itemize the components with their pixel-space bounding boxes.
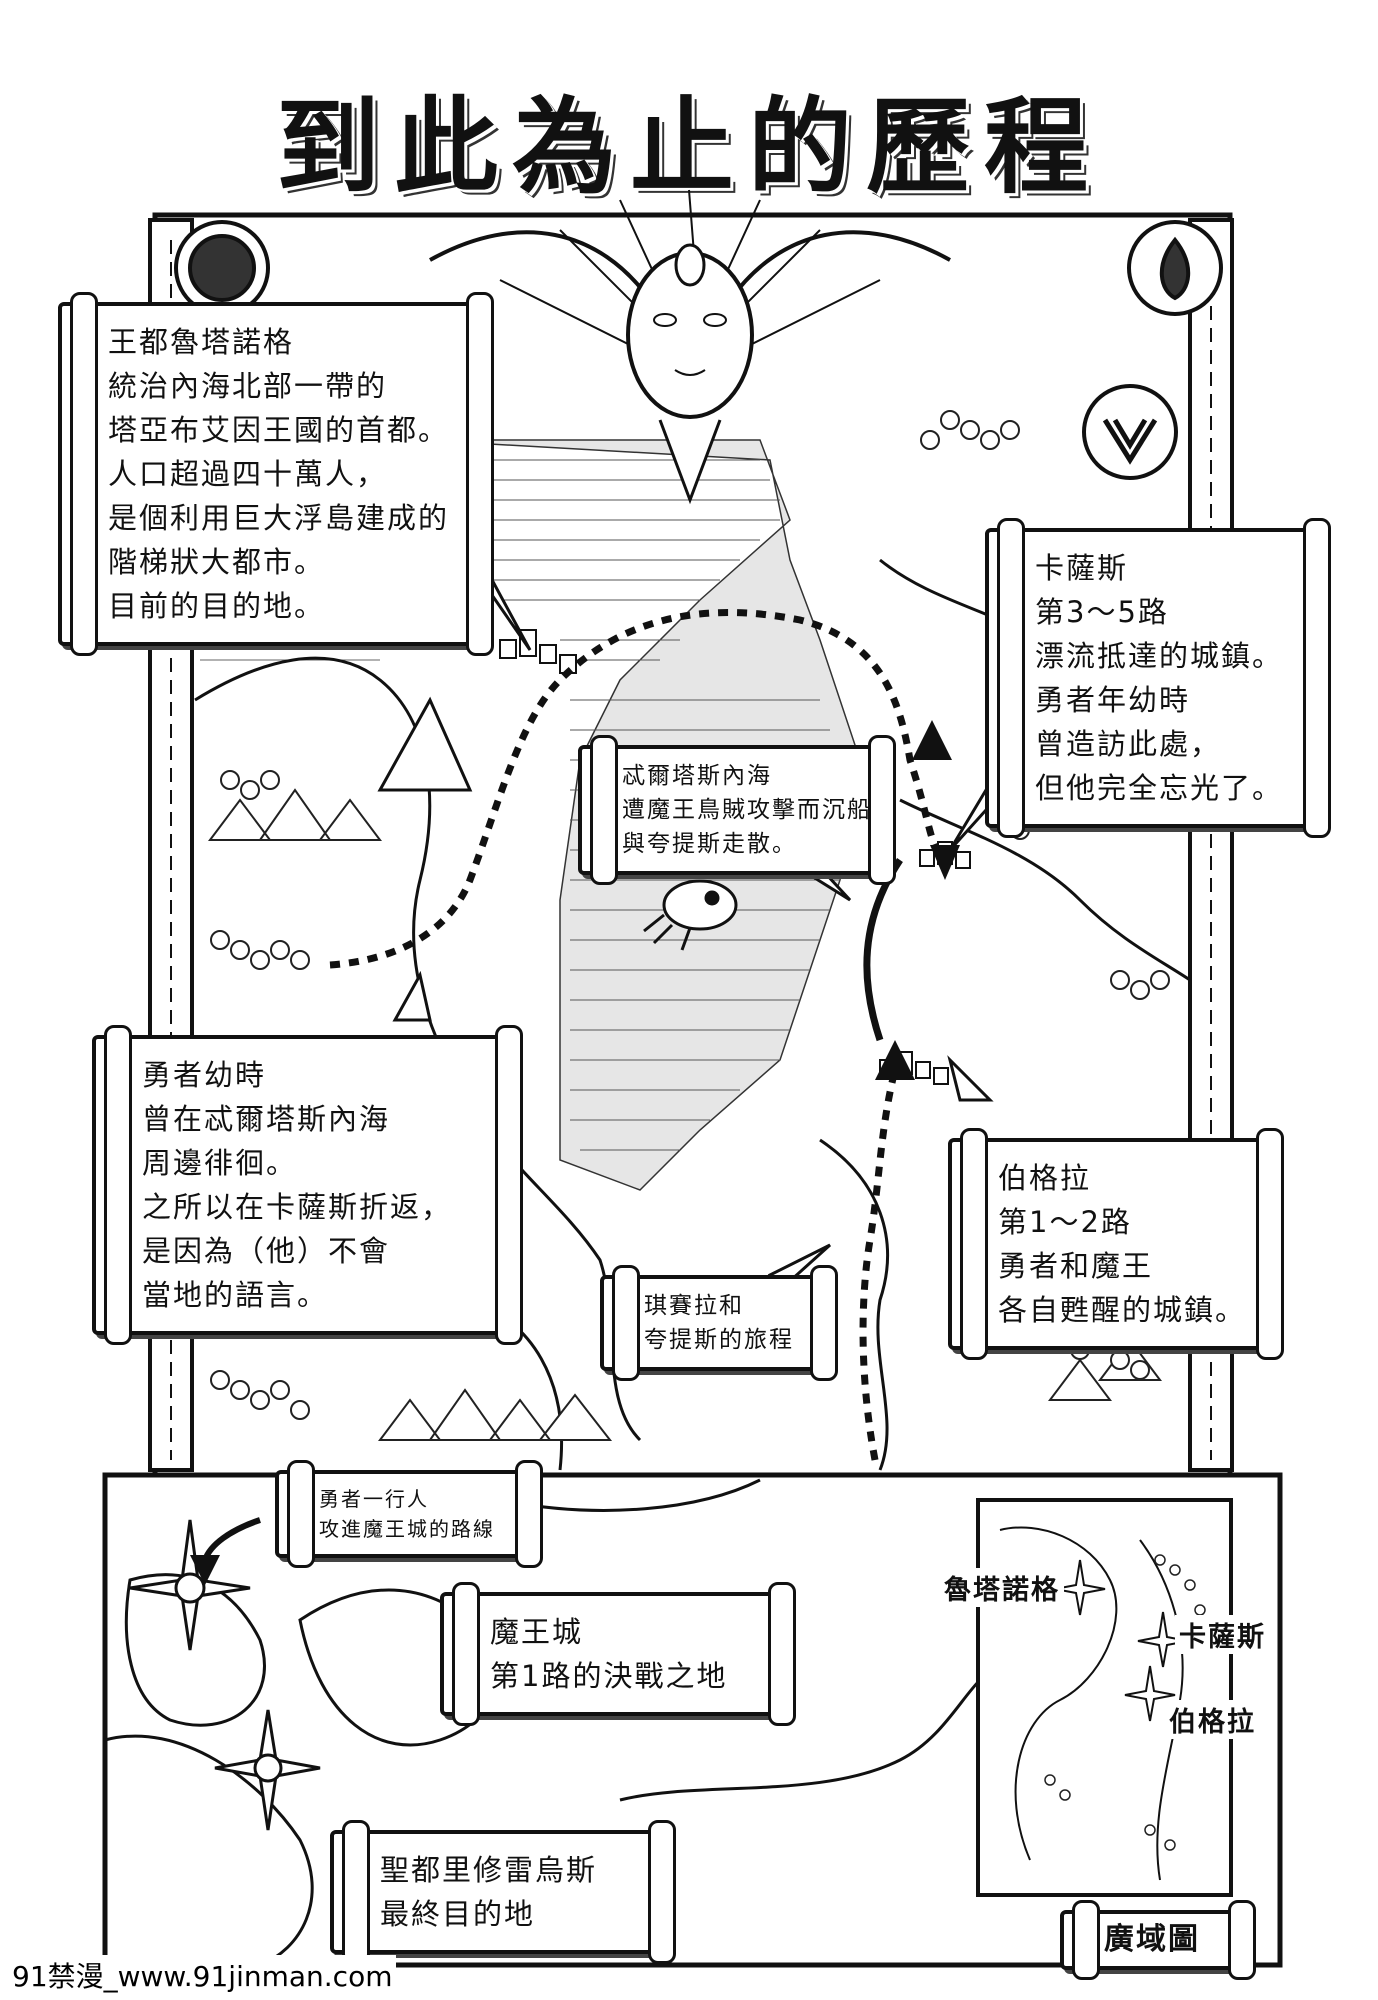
emblems xyxy=(174,220,1223,480)
hero-childhood-note-line: 當地的語言。 xyxy=(142,1278,329,1312)
inner-sea-note-line: 與夸提斯走散。 xyxy=(622,831,797,857)
mountains xyxy=(208,788,1162,1441)
page-title: 到此為止的歷程 xyxy=(275,85,1102,208)
karsas-note-line: 漂流抵達的城鎮。 xyxy=(1035,639,1284,673)
capital-note-line: 人口超過四十萬人， xyxy=(108,457,388,491)
bogra-note-line: 伯格拉 xyxy=(998,1161,1092,1195)
bogra-note-line: 第1～2路 xyxy=(998,1205,1132,1239)
site-watermark: 91禁漫_www.91jinman.com xyxy=(8,1955,397,1995)
hero-childhood-note: 勇者幼時 曾在忒爾塔斯內海 周邊徘徊。 之所以在卡薩斯折返， 是因為（他）不會 … xyxy=(92,1025,523,1345)
hero-childhood-note-line: 之所以在卡薩斯折返， xyxy=(142,1190,453,1224)
journey-note-line: 夸提斯的旅程 xyxy=(644,1327,794,1353)
bogra-note-line: 各自甦醒的城鎮。 xyxy=(998,1293,1247,1327)
karsas-note-line: 勇者年幼時 xyxy=(1035,683,1191,717)
squid-monster xyxy=(643,879,738,951)
holy-city-note-line: 聖都里修雷烏斯 xyxy=(380,1853,598,1887)
solid-route xyxy=(863,858,903,1042)
compass-star-holy-city xyxy=(214,1709,321,1831)
capital-note-line: 統治內海北部一帶的 xyxy=(108,369,388,403)
demon-castle-note: 魔王城 第1路的決戰之地 xyxy=(440,1582,796,1726)
karsas-note-line: 卡薩斯 xyxy=(1035,551,1129,585)
demon-castle-note-line: 第1路的決戰之地 xyxy=(490,1659,728,1693)
route-arrowheads xyxy=(875,720,960,1080)
party-route-note: 勇者一行人 攻進魔王城的路線 xyxy=(275,1460,543,1568)
capital-note-line: 是個利用巨大浮島建成的 xyxy=(108,501,450,535)
karsas-note-line: 曾造訪此處， xyxy=(1035,727,1222,761)
capital-note-line: 王都魯塔諾格 xyxy=(108,325,295,359)
overview-title: 廣域圖 xyxy=(1060,1900,1256,1980)
journey-note-line: 琪賽拉和 xyxy=(644,1293,744,1319)
capital-note-line: 階梯狀大都市。 xyxy=(108,545,326,579)
party-route-note-line: 攻進魔王城的路線 xyxy=(319,1517,495,1541)
party-route-note-line: 勇者一行人 xyxy=(319,1487,429,1511)
karsas-note-line: 第3～5路 xyxy=(1035,595,1169,629)
overview-place-rutanog: 魯塔諾格 xyxy=(940,1568,1064,1607)
capital-note-line: 目前的目的地。 xyxy=(108,589,326,623)
holy-city-note: 聖都里修雷烏斯 最終目的地 xyxy=(330,1820,676,1964)
inner-sea-note-line: 忒爾塔斯內海 xyxy=(622,763,772,789)
journey-note: 琪賽拉和 夸提斯的旅程 xyxy=(600,1265,838,1381)
capital-note-line: 塔亞布艾因王國的首都。 xyxy=(108,413,450,447)
inner-sea-note: 忒爾塔斯內海 遭魔王鳥賊攻擊而沉船。 與夸提斯走散。 xyxy=(578,735,897,885)
overview-inset xyxy=(976,1498,1233,1897)
holy-city-note-line: 最終目的地 xyxy=(380,1897,536,1931)
hero-childhood-note-line: 曾在忒爾塔斯內海 xyxy=(142,1102,391,1136)
hero-childhood-note-line: 是因為（他）不會 xyxy=(142,1234,391,1268)
karsas-note-line: 但他完全忘光了。 xyxy=(1035,771,1284,805)
hero-childhood-note-line: 勇者幼時 xyxy=(142,1058,267,1092)
bogra-note: 伯格拉 第1～2路 勇者和魔王 各自甦醒的城鎮。 xyxy=(948,1128,1284,1360)
forests xyxy=(210,410,1170,1420)
compass-star-demon-castle xyxy=(129,1519,251,1651)
capital-note: 王都魯塔諾格 統治內海北部一帶的 塔亞布艾因王國的首都。 人口超過四十萬人， 是… xyxy=(58,292,494,656)
hero-childhood-note-line: 周邊徘徊。 xyxy=(142,1146,298,1180)
overview-title-text: 廣域圖 xyxy=(1104,1922,1200,1957)
volcano xyxy=(377,696,473,792)
sun-face xyxy=(429,189,951,505)
bogra-note-line: 勇者和魔王 xyxy=(998,1249,1154,1283)
overview-place-karsas: 卡薩斯 xyxy=(1175,1615,1270,1654)
demon-castle-note-line: 魔王城 xyxy=(490,1615,584,1649)
hero-route xyxy=(329,609,948,1461)
karsas-note: 卡薩斯 第3～5路 漂流抵達的城鎮。 勇者年幼時 曾造訪此處， 但他完全忘光了。 xyxy=(985,518,1331,838)
inner-sea-note-line: 遭魔王鳥賊攻擊而沉船。 xyxy=(622,797,897,823)
overview-place-bogra: 伯格拉 xyxy=(1165,1700,1260,1739)
